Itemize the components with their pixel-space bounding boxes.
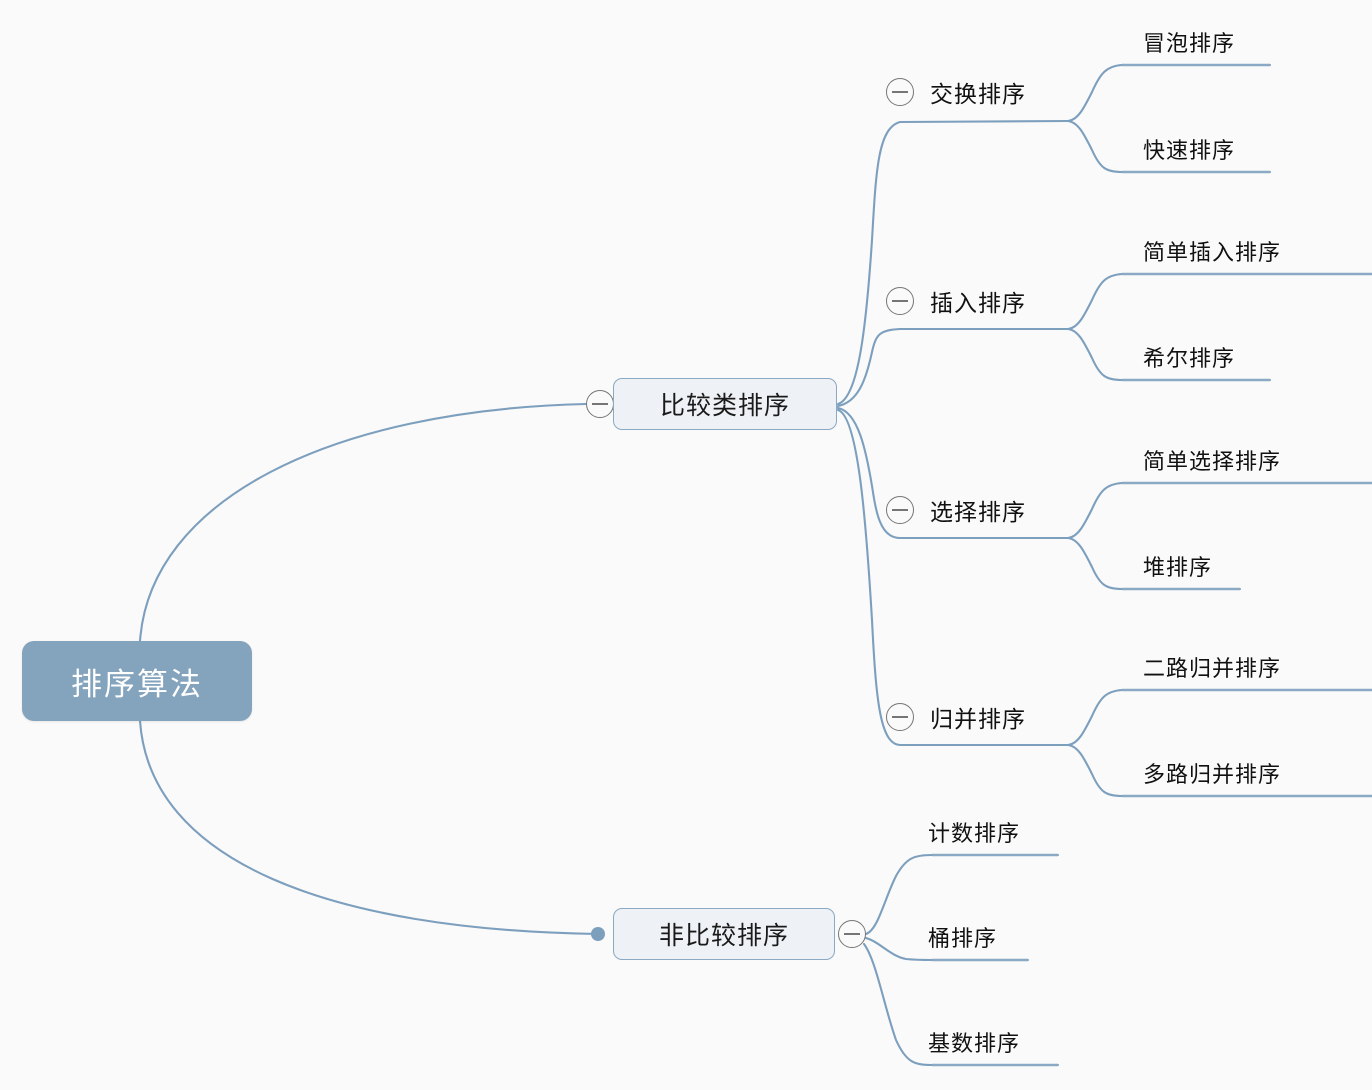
edge-comparison-to-exchange bbox=[836, 119, 1070, 406]
leaf-node-label: 桶排序 bbox=[928, 926, 998, 951]
leaf-node-label: 二路归并排序 bbox=[1143, 656, 1282, 681]
leaf-node[interactable]: 基数排序 bbox=[928, 1020, 1020, 1060]
root-node[interactable]: 排序算法 bbox=[22, 641, 252, 721]
subbranch-node-merge-label: 归并排序 bbox=[930, 707, 1026, 732]
collapse-icon-merge[interactable] bbox=[886, 703, 914, 731]
leaf-node-label: 简单插入排序 bbox=[1143, 240, 1282, 265]
leaf-node[interactable]: 冒泡排序 bbox=[1143, 20, 1235, 60]
edge-exchange-to-bubble bbox=[1066, 63, 1272, 123]
subbranch-node-insertion[interactable]: 插入排序 bbox=[930, 283, 1026, 319]
branch-node-comparison[interactable]: 比较类排序 bbox=[613, 378, 837, 430]
leaf-node-label: 计数排序 bbox=[928, 821, 1021, 846]
edge-merge-to-two-way bbox=[1066, 688, 1372, 747]
leaf-node[interactable]: 堆排序 bbox=[1143, 544, 1212, 584]
edge-dot-noncomparison bbox=[591, 927, 605, 941]
leaf-node-label: 希尔排序 bbox=[1143, 346, 1236, 371]
leaf-node-label: 基数排序 bbox=[928, 1031, 1021, 1056]
leaf-node-label: 冒泡排序 bbox=[1143, 31, 1236, 56]
edge-insertion-to-simple-insertion bbox=[1066, 272, 1372, 331]
subbranch-node-exchange[interactable]: 交换排序 bbox=[930, 74, 1026, 110]
leaf-node-label: 简单选择排序 bbox=[1143, 449, 1282, 474]
leaf-node[interactable]: 多路归并排序 bbox=[1143, 751, 1281, 791]
leaf-node[interactable]: 简单插入排序 bbox=[1143, 229, 1281, 269]
branch-node-comparison-label: 比较类排序 bbox=[659, 393, 790, 420]
collapse-icon-insertion[interactable] bbox=[886, 287, 914, 315]
leaf-node[interactable]: 简单选择排序 bbox=[1143, 438, 1281, 478]
branch-node-noncomparison-label: 非比较排序 bbox=[658, 923, 789, 950]
edge-root-to-comparison bbox=[138, 402, 588, 643]
edge-comparison-to-merge bbox=[836, 408, 1070, 747]
collapse-icon-selection[interactable] bbox=[886, 496, 914, 524]
leaf-node[interactable]: 希尔排序 bbox=[1143, 335, 1235, 375]
collapse-icon-noncomparison[interactable] bbox=[838, 920, 866, 948]
leaf-node[interactable]: 计数排序 bbox=[928, 810, 1020, 850]
subbranch-node-insertion-label: 插入排序 bbox=[930, 291, 1026, 316]
subbranch-node-merge[interactable]: 归并排序 bbox=[930, 699, 1026, 735]
branch-node-noncomparison[interactable]: 非比较排序 bbox=[613, 908, 835, 960]
root-node-label: 排序算法 bbox=[71, 666, 203, 702]
edge-root-to-noncomparison bbox=[138, 719, 600, 936]
subbranch-node-exchange-label: 交换排序 bbox=[930, 82, 1026, 107]
subbranch-node-selection[interactable]: 选择排序 bbox=[930, 492, 1026, 528]
edge-comparison-to-insertion bbox=[836, 327, 1070, 408]
subbranch-node-selection-label: 选择排序 bbox=[930, 500, 1026, 525]
collapse-icon-exchange[interactable] bbox=[886, 78, 914, 106]
leaf-node[interactable]: 桶排序 bbox=[928, 915, 997, 955]
leaf-node[interactable]: 快速排序 bbox=[1143, 127, 1235, 167]
leaf-node-label: 堆排序 bbox=[1143, 555, 1213, 580]
leaf-node[interactable]: 二路归并排序 bbox=[1143, 645, 1281, 685]
collapse-icon-comparison[interactable] bbox=[586, 390, 614, 418]
leaf-node-label: 快速排序 bbox=[1143, 138, 1236, 163]
edge-selection-to-simple-selection bbox=[1066, 481, 1372, 540]
leaf-node-label: 多路归并排序 bbox=[1143, 762, 1282, 787]
